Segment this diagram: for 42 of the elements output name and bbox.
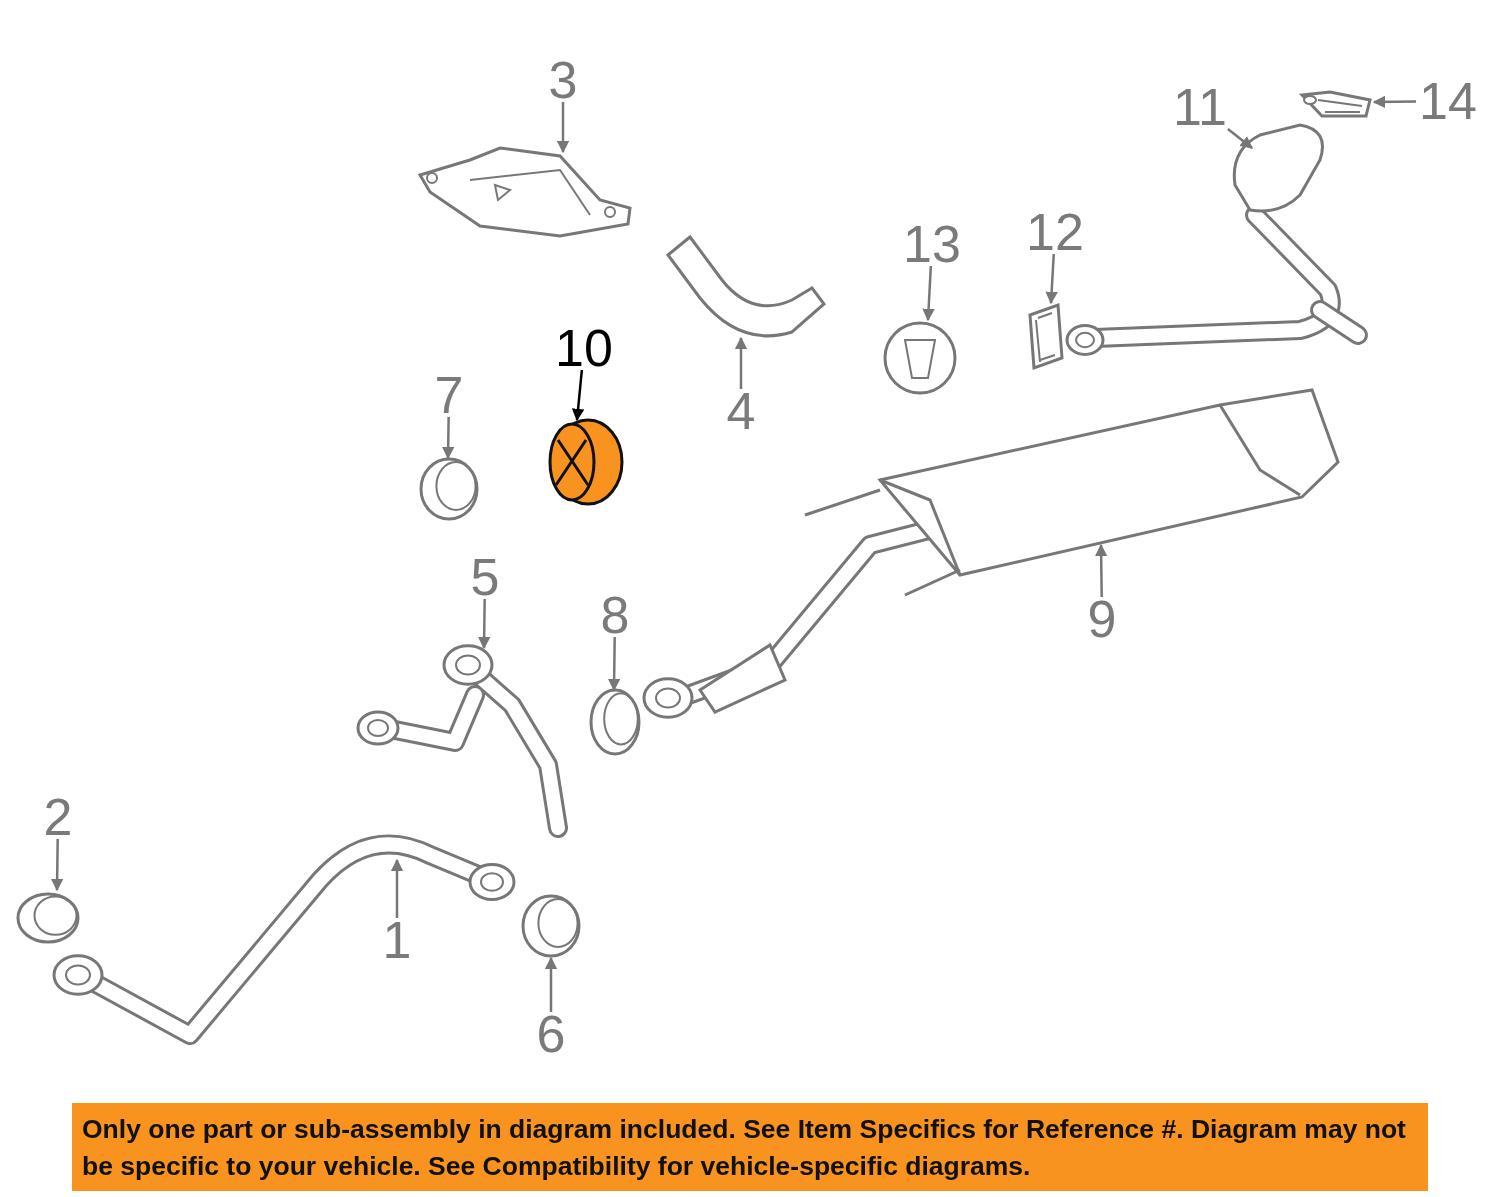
callout-number: 11 xyxy=(1173,81,1227,133)
leader-line xyxy=(1372,95,1417,109)
callout-number: 1 xyxy=(382,914,412,966)
callout-number: 7 xyxy=(434,369,464,421)
leader-line xyxy=(734,336,748,389)
leader-line xyxy=(544,956,558,1012)
leader-line xyxy=(390,858,404,918)
leader-line xyxy=(477,599,491,650)
clamp-ring-drawing xyxy=(589,688,641,756)
leader-line xyxy=(1094,543,1108,597)
bracket-drawing xyxy=(666,235,826,338)
leader-line xyxy=(922,265,935,322)
leader-line xyxy=(1227,128,1253,149)
callout-number: 13 xyxy=(903,218,961,270)
hanger-drawing xyxy=(883,321,957,395)
callout-number: 2 xyxy=(43,791,73,843)
callout-number: 10 xyxy=(555,322,613,374)
hanger-drawing xyxy=(548,418,624,506)
heat-shield-drawing xyxy=(417,146,632,238)
clamp-ring-drawing xyxy=(419,457,479,521)
callout-number: 3 xyxy=(548,54,578,106)
leader-line xyxy=(571,369,585,422)
leader-line xyxy=(441,416,455,460)
gasket-drawing xyxy=(1028,302,1064,371)
clamp-ring-drawing xyxy=(521,894,581,958)
exhaust-pipe-drawing xyxy=(356,644,568,838)
exhaust-pipe-drawing xyxy=(52,834,516,1045)
callout-number: 5 xyxy=(470,551,500,603)
clamp-ring-drawing xyxy=(16,892,80,944)
callout-number: 6 xyxy=(536,1008,566,1060)
leader-line xyxy=(607,637,621,692)
leader-line xyxy=(556,102,570,154)
callout-number: 4 xyxy=(726,385,756,437)
muffler-drawing xyxy=(642,388,1340,719)
tail-pipe-tip-drawing xyxy=(1298,90,1372,118)
callout-number: 8 xyxy=(600,589,630,641)
disclaimer-banner: Only one part or sub-assembly in diagram included. See Item Specifics for Reference #. Diagram may not be specific to your vehicle. See Compatibility for vehicle-specific diagrams. xyxy=(72,1103,1428,1191)
callout-number: 14 xyxy=(1419,75,1477,127)
leader-line xyxy=(1045,253,1058,305)
callout-number: 12 xyxy=(1026,206,1084,258)
callout-number: 9 xyxy=(1087,593,1117,645)
leader-line xyxy=(50,839,64,892)
